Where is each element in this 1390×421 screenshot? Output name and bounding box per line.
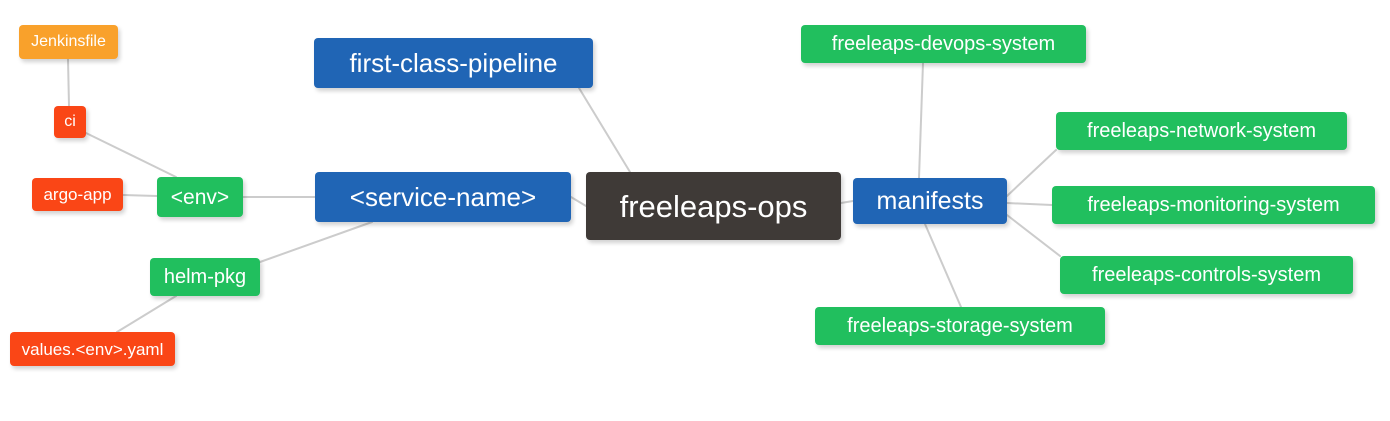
node-freeleaps-network-system[interactable]: freeleaps-network-system xyxy=(1056,112,1347,150)
edge-freeleaps-ops-to-manifests xyxy=(840,200,854,204)
edge-manifests-to-freeleaps-storage-system xyxy=(924,223,962,308)
node-first-class-pipeline[interactable]: first-class-pipeline xyxy=(314,38,593,88)
edge-freeleaps-ops-to-first-class-pipeline xyxy=(578,87,631,173)
node-freeleaps-monitoring-system[interactable]: freeleaps-monitoring-system xyxy=(1052,186,1375,224)
edge-env-to-ci xyxy=(85,132,177,178)
node-freeleaps-controls-system[interactable]: freeleaps-controls-system xyxy=(1060,256,1353,294)
node-helm-pkg[interactable]: helm-pkg xyxy=(150,258,260,296)
node-jenkinsfile[interactable]: Jenkinsfile xyxy=(19,25,118,59)
edge-manifests-to-freeleaps-monitoring-system xyxy=(1006,202,1053,206)
edge-freeleaps-ops-to-service-name xyxy=(570,196,587,207)
node-env[interactable]: <env> xyxy=(157,177,243,217)
edge-ci-to-jenkinsfile xyxy=(67,58,70,107)
node-freeleaps-devops-system[interactable]: freeleaps-devops-system xyxy=(801,25,1086,63)
node-manifests[interactable]: manifests xyxy=(853,178,1007,224)
node-values-env-yaml[interactable]: values.<env>.yaml xyxy=(10,332,175,366)
node-ci[interactable]: ci xyxy=(54,106,86,138)
node-argo-app[interactable]: argo-app xyxy=(32,178,123,211)
edge-service-name-to-helm-pkg xyxy=(259,221,373,263)
node-service-name[interactable]: <service-name> xyxy=(315,172,571,222)
edge-env-to-argo-app xyxy=(122,194,158,197)
edge-helm-pkg-to-values-env-yaml xyxy=(116,295,177,333)
edge-manifests-to-freeleaps-network-system xyxy=(1006,149,1057,197)
edge-manifests-to-freeleaps-devops-system xyxy=(918,62,924,179)
node-freeleaps-ops[interactable]: freeleaps-ops xyxy=(586,172,841,240)
node-freeleaps-storage-system[interactable]: freeleaps-storage-system xyxy=(815,307,1105,345)
